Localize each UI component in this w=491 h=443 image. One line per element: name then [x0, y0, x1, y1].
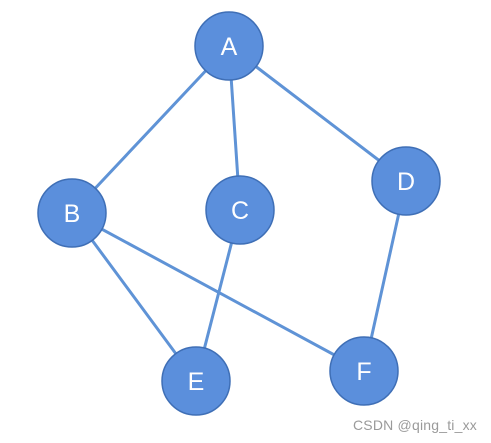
node-circle	[371, 146, 441, 216]
node-a: A	[194, 11, 264, 81]
node-b: B	[37, 178, 107, 248]
node-circle	[205, 175, 275, 245]
graph-nodes: A B C D E F	[37, 11, 441, 416]
watermark-text: CSDN @qing_ti_xx	[352, 417, 477, 433]
node-label: B	[64, 200, 81, 228]
edge-a-b	[70, 44, 231, 215]
node-circle	[194, 11, 264, 81]
node-circle	[161, 346, 231, 416]
node-circle	[329, 336, 399, 406]
node-label: F	[356, 358, 371, 386]
node-d: D	[371, 146, 441, 216]
node-label: A	[221, 33, 238, 61]
node-circle	[37, 178, 107, 248]
node-c: C	[205, 175, 275, 245]
node-label: E	[188, 368, 205, 396]
node-label: D	[397, 168, 415, 196]
node-label: C	[231, 197, 249, 225]
edge-b-e	[70, 211, 198, 383]
node-f: F	[329, 336, 399, 406]
edge-a-d	[227, 44, 408, 183]
node-e: E	[161, 346, 231, 416]
